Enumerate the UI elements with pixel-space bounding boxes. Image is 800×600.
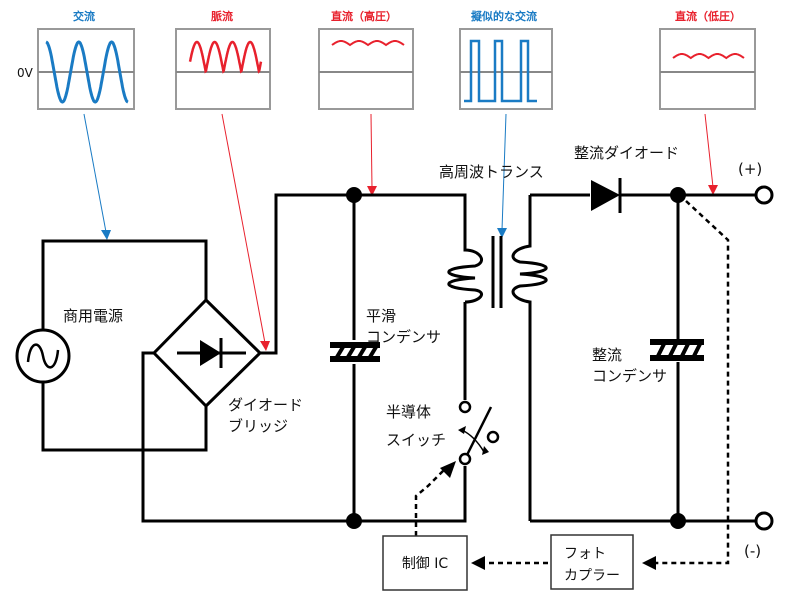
leader-pulsating [221,113,266,344]
smoothing-capacitor [330,342,380,362]
feedback-line [655,200,730,565]
switch-label-2: スイッチ [386,431,446,449]
cap-hatch [335,345,378,359]
arrowhead-icon [482,446,489,455]
rectifier-diode-label: 整流ダイオード [574,144,679,162]
primary-wires [41,193,467,523]
arrowhead-icon [497,228,507,238]
cap-plate [650,355,704,361]
bridge-label-1: ダイオード [228,396,303,414]
output-terminal-plus[interactable] [754,185,774,205]
scope-dc-low: 直流（低圧） [659,9,756,110]
arrowhead-icon [260,341,270,351]
scope-pulsating: 脈流 [175,9,271,110]
scope-pseudo-ac: 擬似的な交流 [459,9,553,110]
primary-coil-icon [447,242,484,304]
smoothing-cap-label-1: 平滑 [366,307,396,325]
diode-icon [200,340,221,366]
control-ic-box [382,535,468,591]
dc-high-waveform [331,40,405,47]
arrowhead-icon [440,461,456,478]
minus-label: (-) [744,542,761,560]
switch-terminal [458,452,472,466]
bridge-label-2: ブリッジ [228,417,288,435]
square-waveform [464,39,537,103]
arrowhead-icon [471,556,485,570]
rectifier-cap-label-2: コンデンサ [592,367,667,385]
rectifier-capacitor [650,339,704,361]
photocoupler-box [550,534,634,590]
smoothing-cap-label-2: コンデンサ [366,328,441,346]
secondary-wires [530,193,756,523]
cap-plate [650,339,704,345]
scope-title-ac: 交流 [73,9,95,23]
wire [41,382,208,452]
junction-dot [670,187,686,203]
diode-icon [591,180,620,211]
wire [141,351,467,523]
leader-ac [83,113,107,233]
rectifier-cap-label-1: 整流 [592,346,622,364]
switch-label-1: 半導体 [386,403,431,421]
cap-hatch [656,343,702,357]
scope-title-pulsating: 脈流 [211,9,233,23]
scope-frame [659,28,756,110]
transformer-label: 高周波トランス [439,163,544,181]
secondary-coil-icon [511,195,548,521]
junction-dot [346,513,362,529]
feedback-line [414,469,445,536]
cap-plate [330,342,380,348]
arrowhead-icon [367,186,377,196]
photocoupler-label-1: フォト [564,546,606,562]
scope-frame [459,28,553,110]
photocoupler-label-2: カプラー [564,568,620,584]
photocoupler: フォト カプラー [550,534,634,590]
arrowhead-icon [642,556,656,570]
scope-ac: 交流 0V [17,9,135,110]
scope-title-pseudo-ac: 擬似的な交流 [471,9,537,23]
scope-title-dc-low: 直流（低圧） [675,9,741,23]
switch-terminal [486,430,500,444]
rectifier-diode [591,178,622,213]
ac-waveform [45,40,129,104]
hf-transformer [447,195,548,521]
junction-dot [670,513,686,529]
scope-title-dc-high: 直流（高圧） [331,9,397,23]
ac-source [15,328,71,384]
diode-bridge [151,297,263,409]
wire [41,239,208,330]
cap-plate [330,356,380,362]
control-ic: 制御 IC [382,535,468,591]
arrowhead-icon [458,426,466,434]
scope-dc-high: 直流（高圧） [318,9,414,110]
leader-pseudo-ac [501,113,507,231]
semiconductor-switch [458,400,500,466]
feedback-path [414,200,730,565]
switch-blade [465,406,493,456]
leader-dc-low [704,113,714,188]
arrowhead-icon [708,185,718,195]
zero-volt-label: 0V [17,66,34,80]
ac-source-label: 商用電源 [63,307,123,325]
dc-low-waveform [672,53,745,60]
plus-label: (+) [738,160,762,178]
sine-glyph-icon [26,343,60,369]
control-ic-label: 制御 IC [402,556,449,572]
leader-dc-high [370,113,373,189]
leader-arrows [83,113,718,351]
junction-dot [346,187,362,203]
arrowhead-icon [101,230,111,240]
wire [260,193,467,355]
output-terminal-minus[interactable] [754,511,774,531]
pulsating-waveform [188,40,263,74]
switch-terminal [458,400,472,414]
